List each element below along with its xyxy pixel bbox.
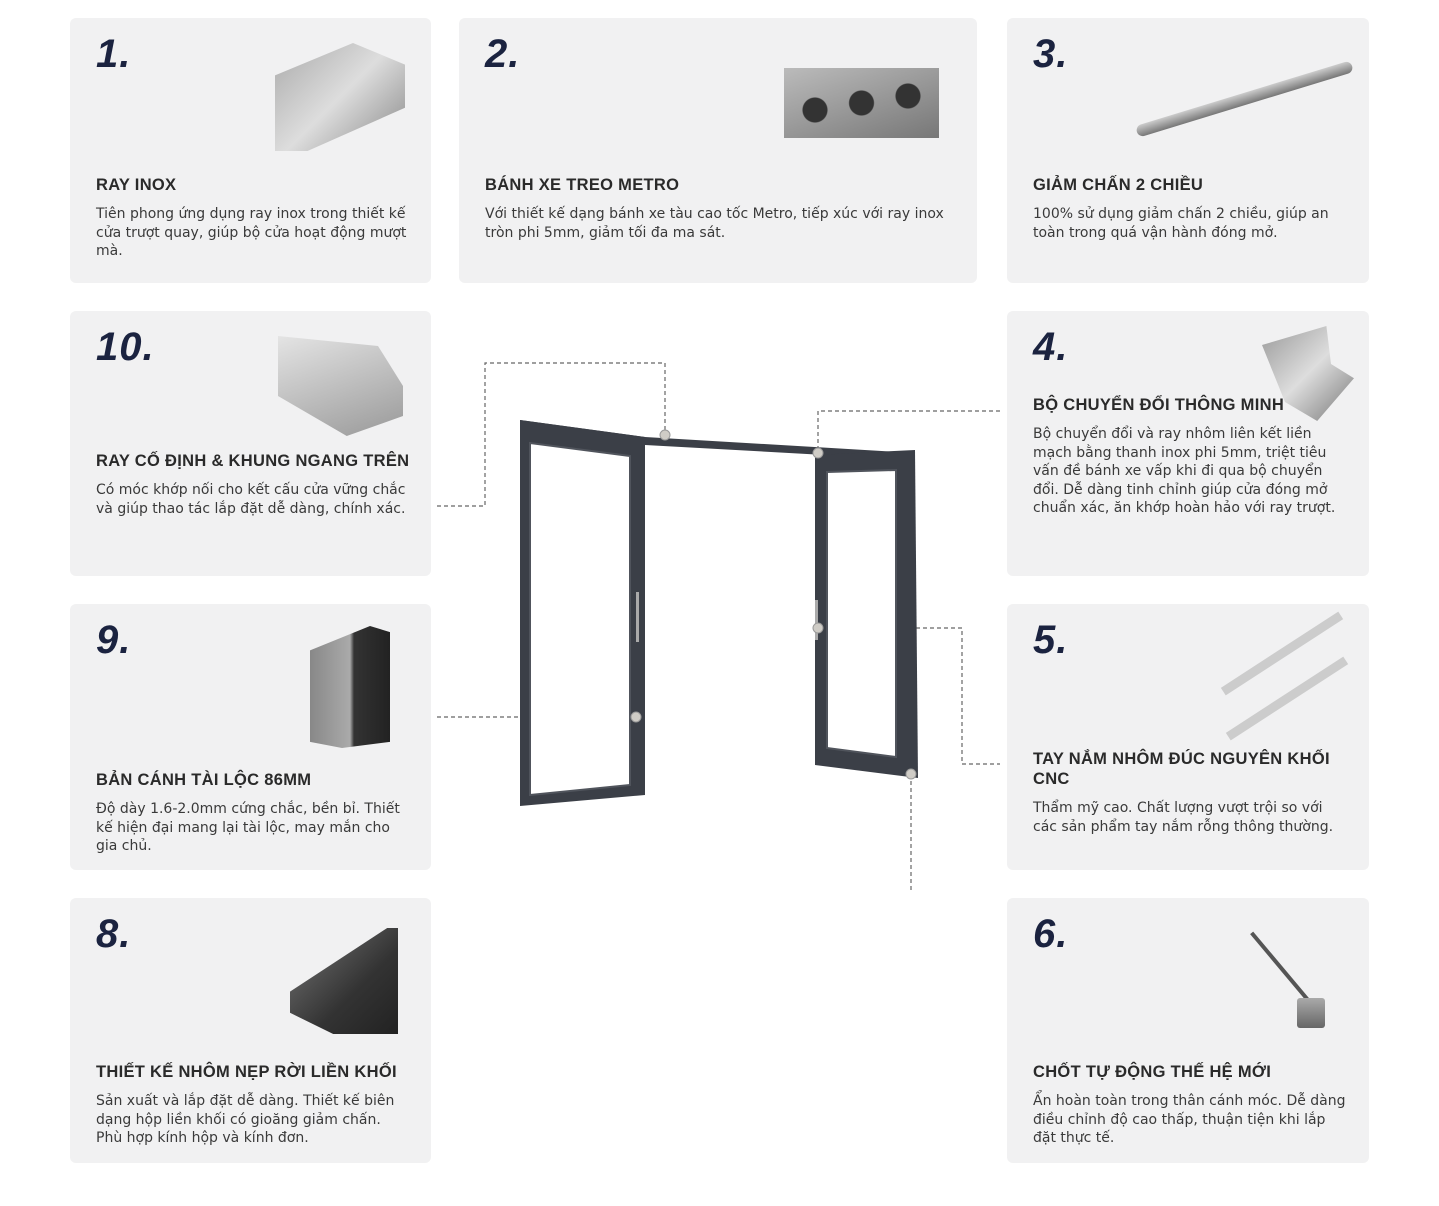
card-number: 2. <box>485 32 521 76</box>
handle-image <box>1220 611 1344 696</box>
card-description: Sản xuất và lắp đặt dễ dàng. Thiết kế bi… <box>96 1093 395 1146</box>
card-description: Thẩm mỹ cao. Chất lượng vượt trội so với… <box>1033 800 1334 835</box>
card-title: BÁNH XE TREO METRO <box>485 176 680 194</box>
callout-dots <box>630 429 917 780</box>
card-description: Độ dày 1.6-2.0mm cứng chắc, bền bỉ. Thiế… <box>96 801 400 854</box>
card-description: Bộ chuyển đổi và ray nhôm liên kết liền … <box>1033 426 1336 516</box>
leaf-profile-image <box>310 626 390 748</box>
handle-image <box>1225 656 1349 741</box>
feature-card-9: 9. BẢN CÁNH TÀI LỘC 86MM Độ dày 1.6-2.0mm… <box>70 604 431 870</box>
card-title: BỘ CHUYỂN ĐỔI THÔNG MINH <box>1033 396 1285 414</box>
card-title: THIẾT KẾ NHÔM NẸP RỜI LIỀN KHỐI <box>96 1063 397 1081</box>
feature-card-5: 5. TAY NẮM NHÔM ĐÚC NGUYÊN KHỐI CNC Thẩm … <box>1007 604 1369 870</box>
card-description: Có móc khớp nối cho kết cấu cửa vững chắ… <box>96 482 406 517</box>
metro-wheel-image <box>784 68 939 138</box>
card-description: Tiên phong ứng dụng ray inox trong thiết… <box>96 206 407 259</box>
feature-card-2: 2. BÁNH XE TREO METRO Với thiết kế dạng b… <box>459 18 977 283</box>
feature-card-6: 6. CHỐT TỰ ĐỘNG THẾ HỆ MỚI Ẩn hoàn toàn t… <box>1007 898 1369 1163</box>
card-number: 5. <box>1033 618 1069 662</box>
feature-card-4: 4. BỘ CHUYỂN ĐỔI THÔNG MINH Bộ chuyển đổi… <box>1007 311 1369 576</box>
fixed-rail-image <box>278 336 403 436</box>
card-number: 1. <box>96 32 132 76</box>
card-number: 10. <box>96 325 155 369</box>
card-number: 9. <box>96 618 132 662</box>
bead-profile-image <box>290 928 398 1034</box>
card-number: 3. <box>1033 32 1069 76</box>
feature-card-3: 3. GIẢM CHẤN 2 CHIỀU 100% sử dụng giảm ch… <box>1007 18 1369 283</box>
card-description: Với thiết kế dạng bánh xe tàu cao tốc Me… <box>485 206 944 241</box>
feature-card-1: 1. RAY INOX Tiên phong ứng dụng ray inox … <box>70 18 431 283</box>
card-number: 4. <box>1033 325 1069 369</box>
feature-card-8: 8. THIẾT KẾ NHÔM NẸP RỜI LIỀN KHỐI Sản xu… <box>70 898 431 1163</box>
stainless-rail-image <box>275 43 405 151</box>
card-description: 100% sử dụng giảm chấn 2 chiều, giúp an … <box>1033 206 1329 241</box>
feature-card-10: 10. RAY CỐ ĐỊNH & KHUNG NGANG TRÊN Có móc… <box>70 311 431 576</box>
card-title: RAY CỐ ĐỊNH & KHUNG NGANG TRÊN <box>96 452 410 470</box>
card-title: TAY NẮM NHÔM ĐÚC NGUYÊN KHỐI CNC <box>1033 750 1330 788</box>
card-number: 8. <box>96 912 132 956</box>
damper-image <box>1135 60 1354 138</box>
card-title: BẢN CÁNH TÀI LỘC 86MM <box>96 771 312 789</box>
card-description: Ẩn hoàn toàn trong thân cánh móc. Dễ dàn… <box>1033 1093 1346 1146</box>
card-title: CHỐT TỰ ĐỘNG THẾ HỆ MỚI <box>1033 1063 1272 1081</box>
door-frame <box>520 420 918 806</box>
auto-bolt-body-image <box>1297 998 1325 1028</box>
card-number: 6. <box>1033 912 1069 956</box>
card-title: RAY INOX <box>96 176 177 194</box>
card-title: GIẢM CHẤN 2 CHIỀU <box>1033 176 1204 194</box>
